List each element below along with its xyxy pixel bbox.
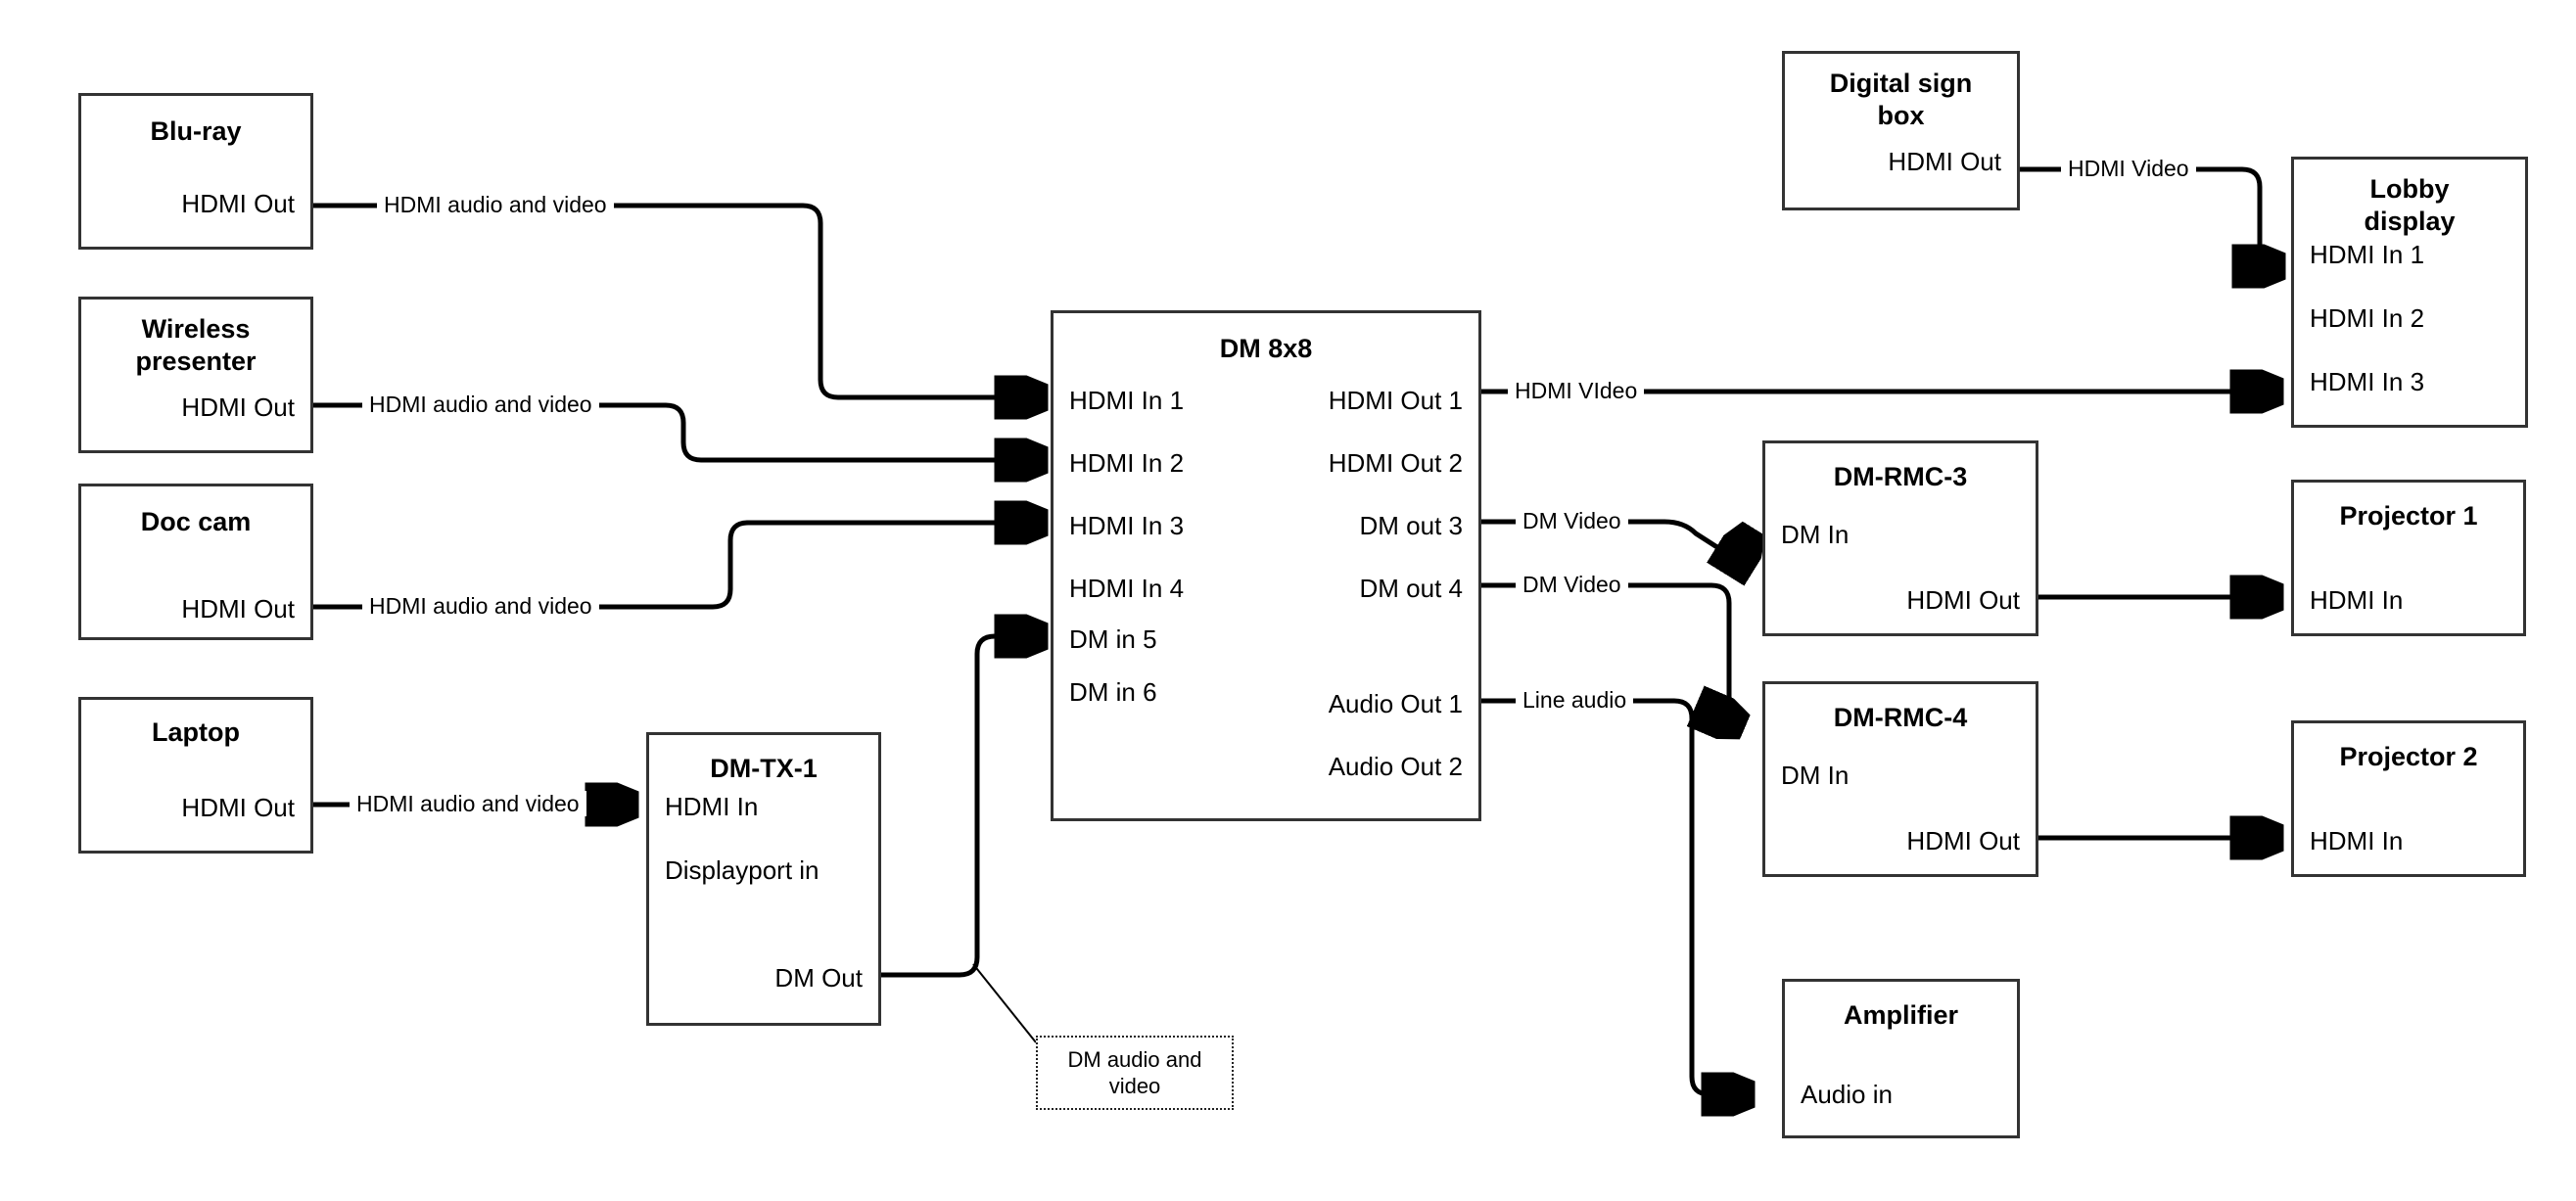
wire-label-bluray: HDMI audio and video — [377, 192, 614, 217]
device-amplifier[interactable]: Amplifier Audio in — [1782, 979, 2020, 1138]
device-projector-1-title: Projector 1 — [2339, 501, 2478, 531]
wire-label-line-audio: Line audio — [1516, 687, 1634, 713]
wire-dm8x8-audioout1-to-amplifier — [1481, 698, 1753, 1094]
device-lobby-display[interactable]: Lobby display HDMI In 1 HDMI In 2 HDMI I… — [2291, 157, 2528, 428]
wire-label-hdmi-video-sign: HDMI Video — [2061, 156, 2196, 181]
device-digital-sign-box-port-hdmi-out: HDMI Out — [1888, 147, 2001, 176]
wire-wireless-to-dm8x8 — [313, 402, 1046, 460]
device-dm-tx-1[interactable]: DM-TX-1 HDMI In Displayport in DM Out — [646, 732, 881, 1026]
device-dm-rmc-3[interactable]: DM-RMC-3 DM In HDMI Out — [1762, 440, 2038, 636]
device-dm-rmc-4-port-hdmi-out: HDMI Out — [1906, 826, 2020, 855]
wire-label-dm-video-out3: DM Video — [1516, 508, 1628, 533]
device-lobby-display-port-hdmi-in-3: HDMI In 3 — [2310, 367, 2425, 396]
device-digital-sign-box-title: Digital sign box — [1829, 69, 1973, 130]
wire-label-dm-video-out4: DM Video — [1516, 572, 1628, 597]
device-amplifier-title: Amplifier — [1843, 1000, 1959, 1030]
device-dm-8x8-input-hdmi-in-1: HDMI In 1 — [1069, 386, 1185, 415]
wire-label-wireless: HDMI audio and video — [362, 392, 599, 417]
device-bluray[interactable]: Blu-ray HDMI Out — [78, 93, 313, 250]
device-projector-2-port-hdmi-in: HDMI In — [2310, 826, 2404, 855]
device-doc-cam-title: Doc cam — [140, 507, 252, 536]
device-dm-tx-1-port-hdmi-in: HDMI In — [665, 792, 759, 821]
device-dm-8x8-output-hdmi-out-2: HDMI Out 2 — [1328, 448, 1463, 478]
device-lobby-display-port-hdmi-in-1: HDMI In 1 — [2310, 240, 2425, 269]
device-bluray-port-hdmi-out: HDMI Out — [181, 189, 295, 218]
device-dm-8x8-input-dm-in-6: DM in 6 — [1069, 677, 1157, 707]
device-lobby-display-port-hdmi-in-2: HDMI In 2 — [2310, 303, 2425, 333]
wire-sign-to-lobby — [2020, 166, 2283, 266]
device-dm-8x8-output-dm-out-4: DM out 4 — [1359, 574, 1464, 603]
wire-dmtx1-to-dm8x8 — [881, 636, 1046, 978]
device-dm-rmc-4-port-dm-in: DM In — [1781, 761, 1850, 790]
device-wireless-presenter-port-hdmi-out: HDMI Out — [181, 393, 295, 422]
device-dm-rmc-4-title: DM-RMC-4 — [1833, 703, 1968, 732]
device-doc-cam[interactable]: Doc cam HDMI Out — [78, 484, 313, 640]
wire-bluray-to-dm8x8 — [313, 203, 1046, 397]
wire-label-doccam: HDMI audio and video — [362, 593, 599, 619]
device-lobby-display-title: Lobby display — [2364, 174, 2456, 236]
leader-line-dm-audio-video-note — [972, 963, 1037, 1043]
device-dm-8x8-input-dm-in-5: DM in 5 — [1069, 624, 1157, 654]
device-projector-2[interactable]: Projector 2 HDMI In — [2291, 720, 2526, 877]
device-dm-8x8-output-audio-out-2: Audio Out 2 — [1328, 752, 1463, 781]
device-dm-8x8-output-hdmi-out-1: HDMI Out 1 — [1328, 386, 1463, 415]
device-bluray-title: Blu-ray — [150, 116, 242, 146]
device-dm-8x8[interactable]: DM 8x8 HDMI In 1 HDMI In 2 HDMI In 3 HDM… — [1051, 310, 1481, 821]
wire-dm8x8-dmout4-to-rmc4 — [1481, 582, 1743, 726]
note-dm-audio-and-video: DM audio and video — [1036, 1036, 1234, 1110]
device-dm-8x8-input-hdmi-in-4: HDMI In 4 — [1069, 574, 1185, 603]
device-projector-1-port-hdmi-in: HDMI In — [2310, 585, 2404, 615]
device-wireless-presenter-title: Wireless presenter — [135, 314, 257, 376]
device-dm-rmc-4[interactable]: DM-RMC-4 DM In HDMI Out — [1762, 681, 2038, 877]
wire-label-laptop: HDMI audio and video — [350, 791, 586, 816]
wire-label-hdmi-video-out1: HDMI VIdeo — [1508, 378, 1645, 403]
device-digital-sign-box[interactable]: Digital sign box HDMI Out — [1782, 51, 2020, 210]
device-dm-rmc-3-port-dm-in: DM In — [1781, 520, 1850, 549]
device-doc-cam-port-hdmi-out: HDMI Out — [181, 594, 295, 624]
device-dm-tx-1-title: DM-TX-1 — [710, 754, 818, 783]
device-wireless-presenter[interactable]: Wireless presenter HDMI Out — [78, 297, 313, 453]
device-dm-tx-1-port-displayport-in: Displayport in — [665, 855, 820, 885]
device-laptop[interactable]: Laptop HDMI Out — [78, 697, 313, 854]
device-laptop-port-hdmi-out: HDMI Out — [181, 793, 295, 822]
wire-dm8x8-dmout3-to-rmc3 — [1481, 522, 1753, 553]
device-projector-1[interactable]: Projector 1 HDMI In — [2291, 480, 2526, 636]
device-dm-8x8-output-audio-out-1: Audio Out 1 — [1328, 689, 1463, 718]
device-dm-8x8-output-dm-out-3: DM out 3 — [1359, 511, 1464, 540]
device-dm-rmc-3-title: DM-RMC-3 — [1833, 462, 1968, 491]
device-dm-8x8-title: DM 8x8 — [1219, 334, 1313, 363]
device-laptop-title: Laptop — [152, 717, 240, 747]
device-amplifier-port-audio-in: Audio in — [1801, 1080, 1893, 1109]
device-dm-8x8-input-hdmi-in-2: HDMI In 2 — [1069, 448, 1185, 478]
wire-doccam-to-dm8x8 — [313, 523, 1046, 610]
device-dm-tx-1-port-dm-out: DM Out — [774, 963, 863, 993]
device-dm-rmc-3-port-hdmi-out: HDMI Out — [1906, 585, 2020, 615]
device-dm-8x8-input-hdmi-in-3: HDMI In 3 — [1069, 511, 1185, 540]
device-projector-2-title: Projector 2 — [2339, 742, 2478, 771]
